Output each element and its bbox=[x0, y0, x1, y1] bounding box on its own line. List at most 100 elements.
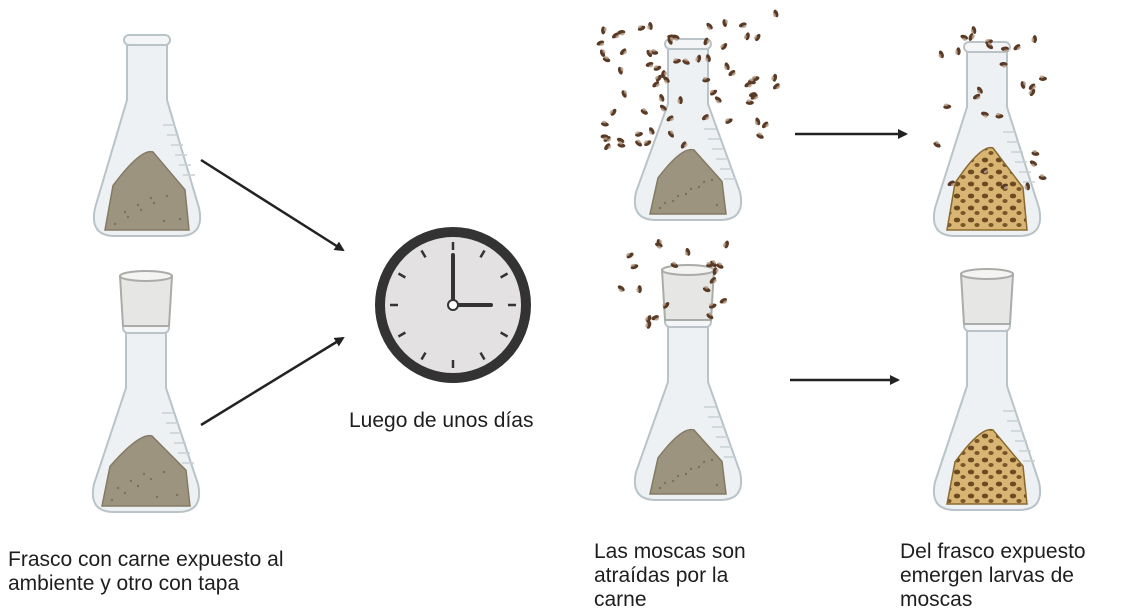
meat-texture bbox=[684, 472, 688, 476]
fly-icon bbox=[635, 131, 643, 137]
fly-icon bbox=[943, 103, 952, 109]
fly-icon bbox=[661, 70, 667, 79]
cork-stopper bbox=[959, 273, 1015, 325]
meat-texture bbox=[702, 460, 706, 464]
fly-icon bbox=[722, 19, 728, 27]
clock-tick bbox=[397, 272, 406, 279]
fly-icon bbox=[723, 240, 729, 249]
fly-icon bbox=[1029, 160, 1038, 167]
fly-icon bbox=[1028, 83, 1036, 90]
meat-texture bbox=[139, 208, 143, 212]
clock-tick bbox=[479, 249, 486, 258]
fly-icon bbox=[754, 117, 761, 126]
fly-icon bbox=[611, 32, 620, 39]
fly-icon bbox=[719, 298, 728, 304]
fly-icon bbox=[648, 127, 655, 135]
cork-top bbox=[960, 268, 1014, 280]
meat-texture bbox=[123, 491, 127, 495]
fly-icon bbox=[753, 33, 761, 42]
fly-icon bbox=[684, 248, 691, 256]
fly-icon bbox=[720, 43, 728, 50]
fly-icon bbox=[667, 130, 675, 138]
fly-icon bbox=[601, 26, 607, 35]
fly-icon bbox=[682, 58, 690, 65]
meat-texture bbox=[689, 467, 693, 471]
fly-icon bbox=[716, 262, 724, 269]
fly-icon bbox=[659, 104, 667, 112]
fly-icon bbox=[980, 167, 988, 174]
fly-icon bbox=[680, 141, 688, 149]
fly-icon bbox=[630, 263, 639, 270]
fly-icon bbox=[621, 90, 628, 98]
cork-top bbox=[661, 264, 715, 276]
clock-tick bbox=[500, 272, 509, 279]
meat-texture bbox=[671, 199, 675, 203]
meat-texture bbox=[110, 498, 114, 502]
arrow-top-to-clock bbox=[200, 158, 345, 252]
fly-icon bbox=[933, 141, 941, 148]
meat-texture bbox=[136, 484, 140, 488]
fly-icon bbox=[644, 315, 652, 323]
fly-icon bbox=[985, 38, 993, 45]
meat-texture bbox=[697, 465, 701, 469]
fly-icon bbox=[650, 49, 659, 55]
fly-icon bbox=[666, 115, 674, 122]
flies-swarm bbox=[596, 9, 781, 151]
meat-texture bbox=[710, 458, 714, 462]
fly-icon bbox=[772, 9, 779, 18]
meat-texture bbox=[165, 194, 169, 198]
fly-icon bbox=[771, 73, 778, 82]
meat-texture bbox=[123, 210, 127, 214]
fly-icon bbox=[986, 42, 994, 50]
fly-icon bbox=[968, 33, 975, 41]
fly-icon bbox=[617, 30, 626, 36]
meat-texture bbox=[676, 474, 680, 478]
fly-icon bbox=[955, 47, 961, 56]
fly-icon bbox=[637, 25, 646, 31]
fly-icon bbox=[1031, 150, 1040, 156]
meat-texture bbox=[689, 187, 693, 191]
fly-icon bbox=[751, 75, 760, 82]
fly-icon bbox=[702, 76, 711, 83]
fly-icon bbox=[1031, 35, 1037, 44]
cork-stopper bbox=[660, 269, 716, 321]
fly-icon bbox=[609, 108, 617, 116]
clock-tick bbox=[397, 331, 406, 338]
fly-icon bbox=[646, 49, 653, 58]
arrow-bottom-to-clock bbox=[200, 336, 345, 427]
fly-icon bbox=[1024, 182, 1031, 191]
fly-icon bbox=[709, 277, 717, 284]
clock-tick bbox=[420, 249, 427, 258]
meat-texture bbox=[152, 201, 156, 205]
fly-icon bbox=[626, 252, 634, 259]
fly-icon bbox=[1000, 183, 1009, 190]
meat-texture bbox=[126, 215, 130, 219]
meat-texture bbox=[178, 217, 182, 221]
meat-texture bbox=[116, 486, 120, 490]
fly-icon bbox=[709, 89, 718, 96]
fly-icon bbox=[738, 22, 747, 28]
meat-texture bbox=[663, 481, 667, 485]
meat-texture bbox=[136, 203, 140, 207]
fly-icon bbox=[703, 37, 710, 46]
fly-icon bbox=[617, 66, 624, 75]
meat-texture bbox=[697, 185, 701, 189]
fly-icon bbox=[616, 137, 625, 145]
meat-texture bbox=[162, 219, 166, 223]
fly-icon bbox=[667, 37, 674, 45]
fly-icon bbox=[706, 312, 714, 320]
fly-icon bbox=[655, 74, 662, 82]
flask-rim bbox=[664, 38, 712, 50]
fly-icon bbox=[653, 65, 662, 71]
fly-icon bbox=[695, 54, 702, 63]
meat-texture bbox=[149, 477, 153, 481]
fly-icon bbox=[745, 99, 754, 105]
fly-icon bbox=[662, 302, 670, 309]
fly-icon bbox=[640, 108, 648, 115]
fly-icon bbox=[995, 113, 1004, 119]
fly-icon bbox=[602, 56, 611, 63]
fly-icon bbox=[1020, 81, 1027, 89]
fly-icon bbox=[972, 93, 981, 100]
clock-ticks bbox=[390, 242, 516, 368]
